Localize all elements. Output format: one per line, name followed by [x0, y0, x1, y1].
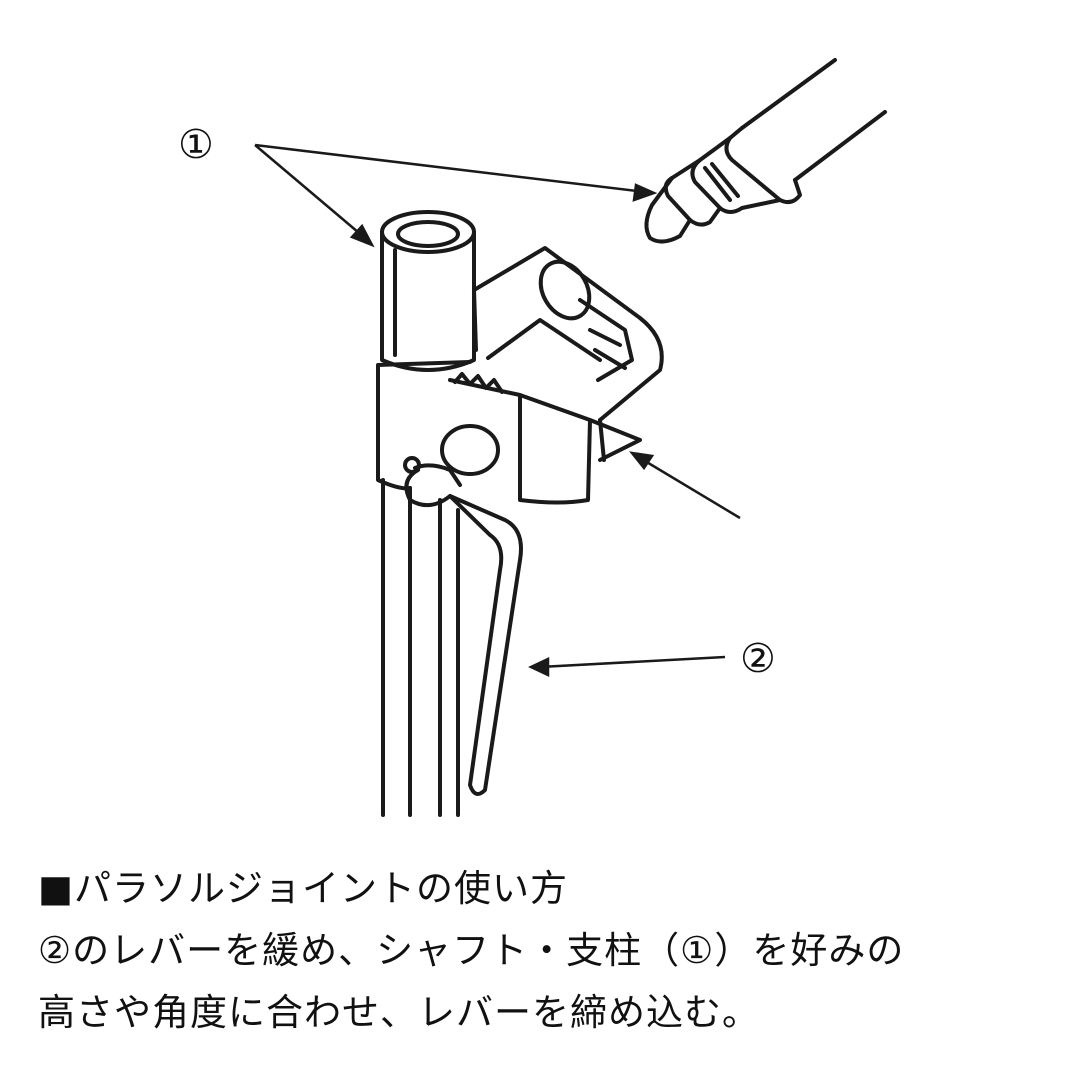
- arrow-to-shaft: [254, 143, 646, 194]
- label-shaft-post: ①: [178, 122, 214, 168]
- arrowhead: [629, 451, 655, 471]
- caption-line-1: ②のレバーを緩め、シャフト・支柱（①）を好みの: [38, 929, 905, 972]
- arrow-to-clamp: [639, 456, 741, 520]
- arrow-to-post: [254, 144, 366, 239]
- arrowhead: [632, 183, 658, 202]
- shaft-tip: [644, 58, 887, 244]
- instruction-caption: ■パラソルジョイントの使い方 ②のレバーを緩め、シャフト・支柱（①）を好みの 高…: [38, 858, 904, 1044]
- caption-line-2: 高さや角度に合わせ、レバーを締め込む。: [38, 991, 760, 1034]
- post-pole: [381, 478, 460, 817]
- arrow-to-lever: [539, 655, 726, 669]
- caption-heading: ■パラソルジョイントの使い方: [38, 867, 568, 910]
- callout-arrows: [254, 143, 741, 677]
- arrowhead: [349, 223, 375, 248]
- clamp-body: [376, 246, 664, 505]
- lever: [403, 424, 523, 796]
- label-lever: ②: [740, 636, 776, 682]
- arrowhead: [528, 657, 550, 677]
- parasol-joint-illustration: ① ②: [178, 58, 887, 817]
- post-tube: [380, 210, 476, 372]
